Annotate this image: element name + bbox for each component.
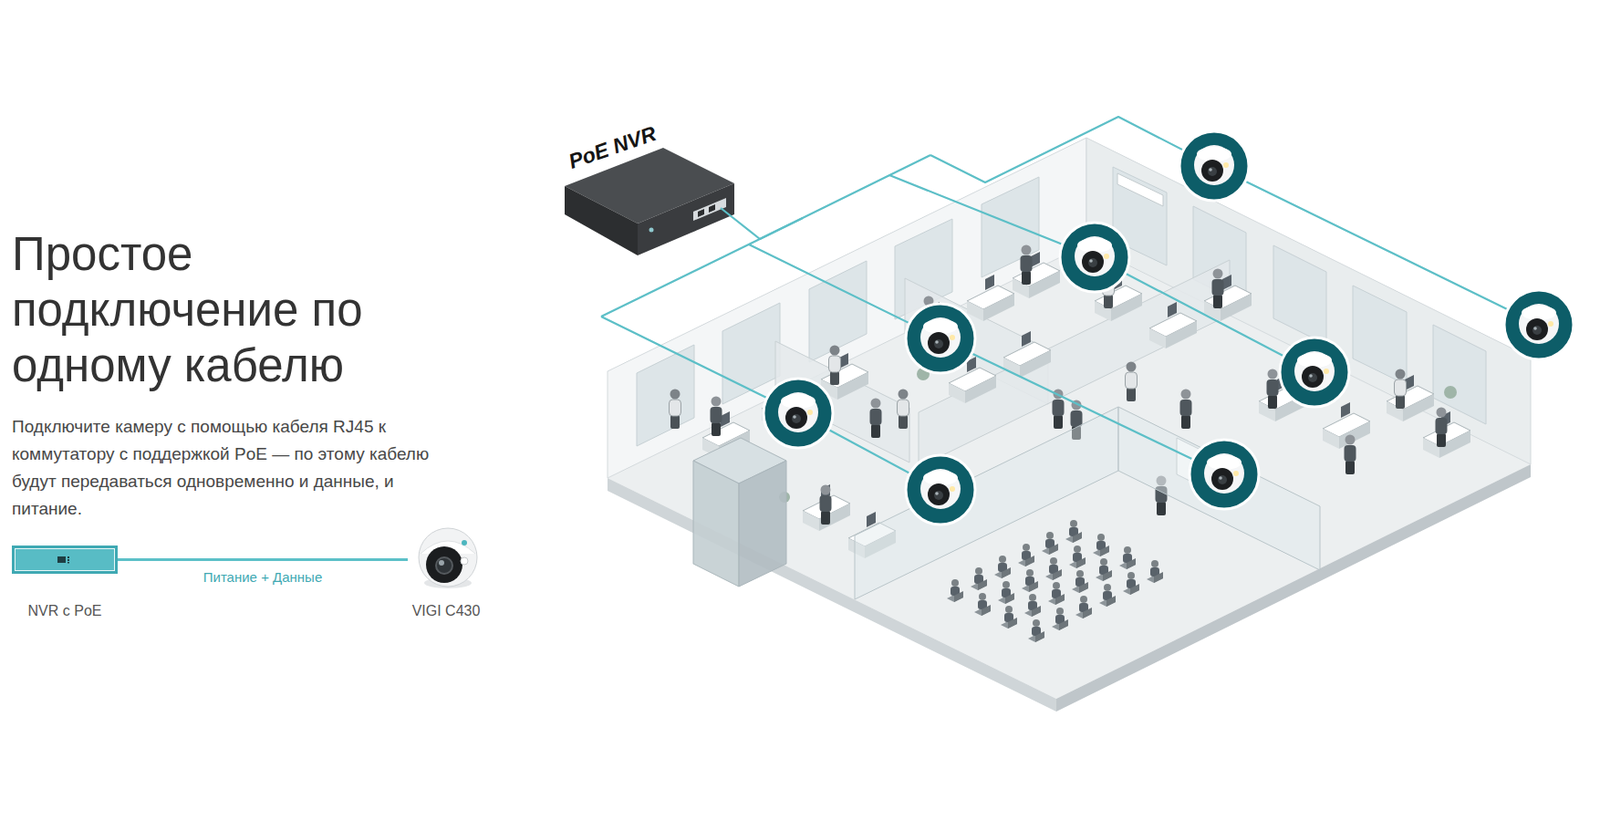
camera-icon: [1189, 439, 1259, 510]
camera-icon: [1279, 337, 1350, 407]
conference-room: [1024, 593, 1041, 617]
edge-label: Питание + Данные: [200, 568, 326, 586]
nvr-device: [649, 228, 655, 233]
people: [710, 396, 723, 437]
conference-room: [1069, 545, 1086, 569]
body-text: Подключите камеру с помощью кабеля RJ45 …: [11, 413, 468, 523]
people: [820, 485, 832, 526]
people: [829, 345, 842, 386]
network-cable: [720, 155, 931, 239]
people: [1180, 389, 1193, 430]
conference-room: [1041, 531, 1059, 555]
device-label: PoE NVR: [566, 123, 660, 173]
network-cable: [601, 218, 803, 317]
node-caption: VIGI C430: [412, 602, 481, 621]
conference-room: [946, 579, 964, 603]
window: [636, 344, 695, 447]
glass-wall: [854, 406, 1320, 600]
nvr-device: [708, 204, 716, 213]
back-wall: [607, 137, 1531, 478]
network-cable: [601, 316, 941, 490]
camera-icon: [1059, 222, 1130, 292]
people: [1435, 407, 1448, 448]
conference-room: [1048, 581, 1065, 605]
plant: [1444, 385, 1457, 399]
elevator: [693, 460, 739, 587]
conference-room: [1075, 595, 1092, 619]
desk-group: [702, 251, 1471, 559]
desk-group: [1149, 301, 1197, 349]
desk-group: [1386, 374, 1434, 422]
conference-room: [1065, 519, 1082, 543]
people: [1020, 245, 1033, 286]
camera-icon: [763, 378, 833, 448]
people: [897, 389, 910, 430]
conference-room: [994, 555, 1011, 579]
desk-group: [802, 484, 851, 531]
conference-room: [1071, 570, 1089, 593]
node-caption: NVR с PoE: [28, 602, 103, 621]
glass-wall: [1118, 406, 1320, 571]
power-data-cable: [117, 558, 408, 562]
desk-group: [966, 274, 1015, 322]
elevator: [738, 460, 787, 587]
camera-icon: [905, 303, 976, 374]
network-cable: [601, 116, 1539, 490]
camera-icon: [1179, 131, 1249, 201]
conference-room: [1045, 557, 1062, 581]
conference-room: [1028, 619, 1045, 643]
people: [1267, 369, 1279, 410]
conference-room: [1018, 543, 1035, 567]
camera-node: VIGI C430: [407, 522, 485, 594]
network-cable: [889, 175, 1315, 373]
port-icon: [11, 545, 118, 578]
conference-room: [1146, 560, 1164, 583]
nvr-device: [564, 186, 638, 256]
nvr-box: NVR с PoE: [11, 545, 118, 574]
desk-group: [1003, 331, 1051, 378]
conference-room: [1122, 571, 1140, 595]
people: [1344, 435, 1357, 476]
glass-wall: [854, 406, 1119, 600]
conference-room: [1000, 605, 1018, 629]
window: [1273, 245, 1327, 345]
conference-room: [997, 581, 1015, 604]
network-cable: [748, 244, 1225, 475]
desk-group: [1423, 411, 1471, 458]
nvr-device: [697, 208, 705, 218]
desk-group: [1012, 251, 1060, 299]
people: [1212, 269, 1225, 310]
camera-icon: [905, 455, 976, 525]
nvr-device: [637, 183, 735, 256]
conference-room: [970, 567, 988, 591]
conference-room: [1095, 558, 1112, 582]
people: [669, 389, 682, 430]
conference-room: [1051, 607, 1069, 631]
window: [722, 302, 780, 405]
elevator: [693, 437, 787, 587]
desk-group: [1204, 274, 1252, 322]
network-cable: [930, 116, 1539, 325]
conference-room: [1092, 533, 1110, 557]
conference-room: [974, 592, 991, 616]
camera-icon: [763, 131, 1574, 525]
camera-picture: [407, 522, 485, 598]
conference-room: [1021, 569, 1039, 593]
conference-room: [1119, 546, 1136, 570]
air-conditioner: [1117, 173, 1164, 207]
people: [870, 398, 883, 439]
people: [1394, 369, 1407, 410]
heading: Простое подключение по одному кабелю: [11, 226, 418, 394]
desk-group: [820, 353, 869, 400]
people: [1125, 362, 1138, 403]
conference-room: [1099, 583, 1116, 607]
camera-icon: [1504, 290, 1574, 360]
